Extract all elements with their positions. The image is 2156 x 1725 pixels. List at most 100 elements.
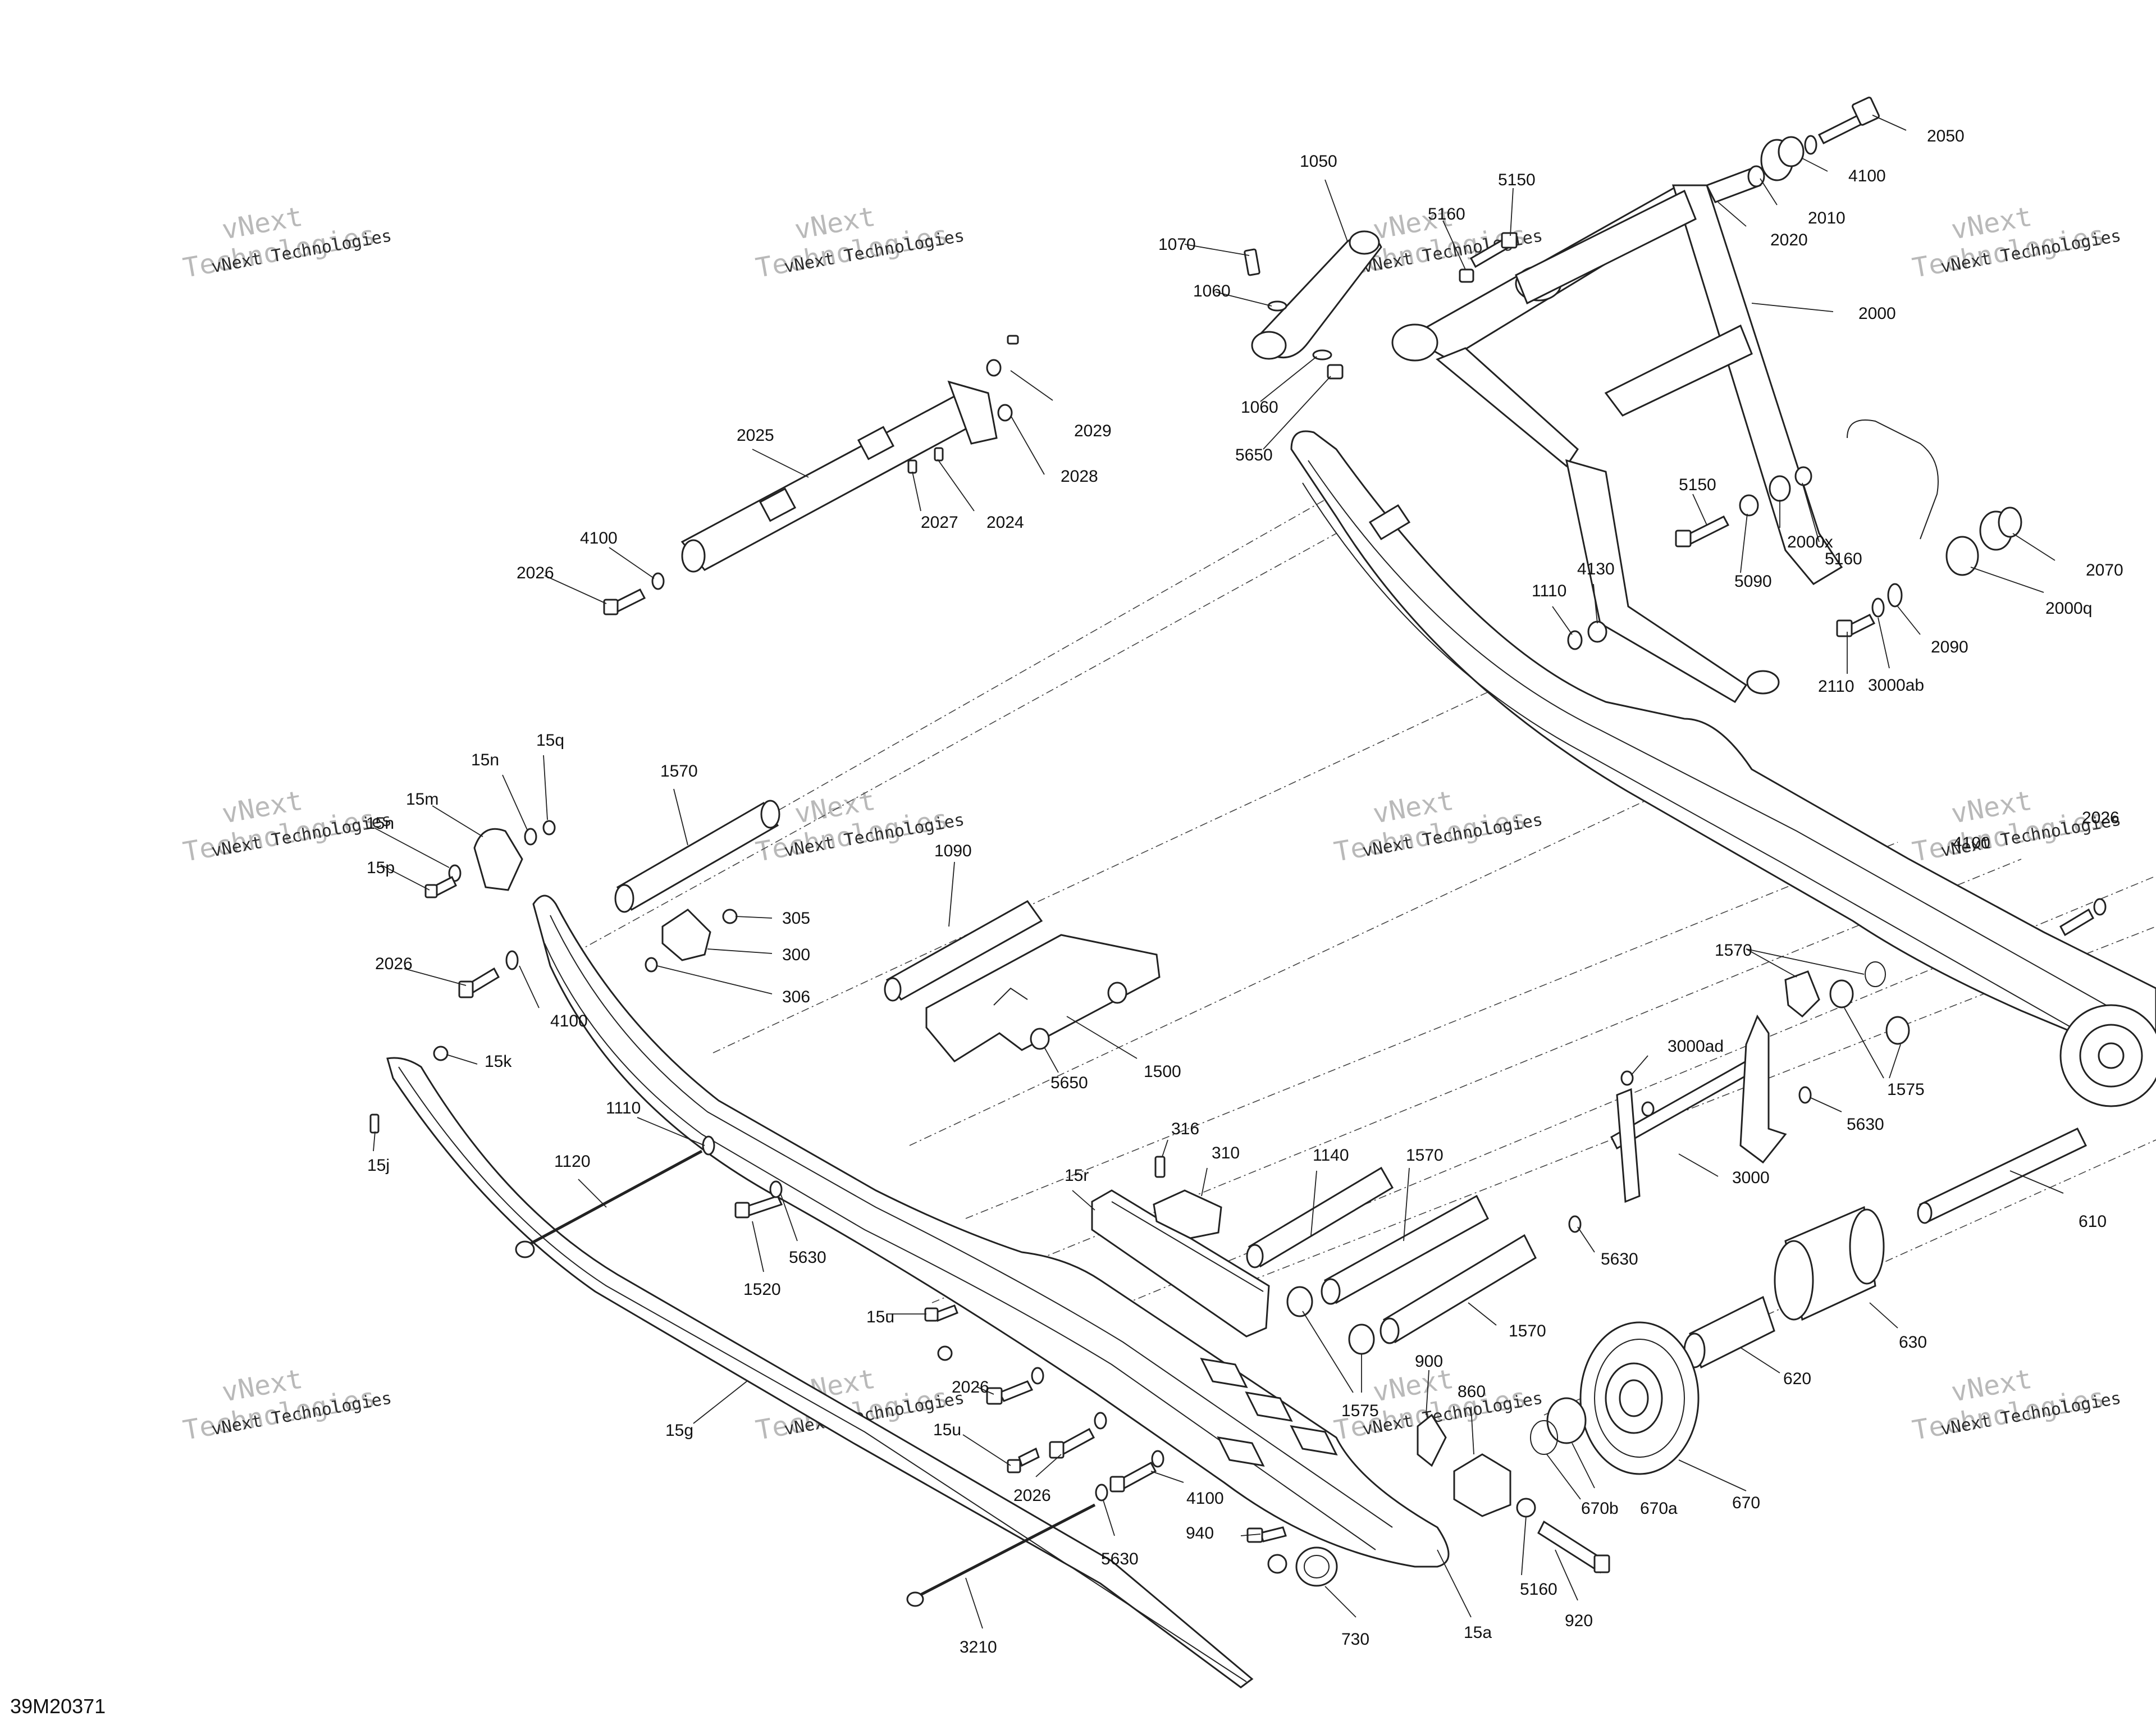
callout-5160: 5160 (1428, 205, 1465, 223)
spacer-1575-right-b (1885, 1016, 1910, 1045)
nut-5650-top (1327, 364, 1344, 380)
nut-15q (542, 820, 556, 836)
screw-15u-b (1007, 1447, 1040, 1473)
link-1050 (1251, 230, 1382, 360)
callout-2010: 2010 (1808, 209, 1846, 227)
screw-15u-a (924, 1304, 958, 1322)
spacer-5090 (1739, 494, 1759, 517)
callout-5630: 5630 (789, 1248, 826, 1267)
callout-4100: 4100 (550, 1012, 588, 1030)
circlip-670b (1530, 1420, 1558, 1455)
washer-5630-d (1568, 1215, 1582, 1233)
nut-3000ad-b (1641, 1101, 1655, 1117)
callout-1140: 1140 (1313, 1146, 1349, 1165)
clip-1570-right (1784, 970, 1820, 1018)
nut-5160-lower (1516, 1498, 1536, 1518)
callout-1570: 1570 (1715, 941, 1752, 960)
leader-lines (373, 115, 2064, 1629)
callout-3210: 3210 (960, 1638, 997, 1656)
bolt-4100-b (1109, 1461, 1157, 1493)
nut-5160-mid (1794, 466, 1812, 486)
bolt-5150-top (1469, 232, 1518, 268)
shaft-610 (1917, 1128, 2088, 1224)
callout-15u: 15u (866, 1308, 894, 1326)
callout-1110: 1110 (606, 1099, 641, 1117)
bracket-310 (1153, 1189, 1222, 1239)
washer-15n-upper (524, 828, 537, 846)
spacer-1575-a (1286, 1286, 1313, 1317)
callout-305: 305 (782, 909, 810, 928)
bolt-940 (1246, 1526, 1287, 1543)
callout-1060: 1060 (1241, 398, 1278, 417)
screw-2028 (1007, 335, 1019, 345)
callout-306: 306 (782, 988, 810, 1006)
bolt-920 (1537, 1520, 1610, 1574)
callout-5650: 5650 (1050, 1074, 1088, 1092)
callout-860: 860 (1458, 1382, 1486, 1401)
nut-940 (1267, 1554, 1287, 1574)
washer-306 (645, 957, 658, 973)
callout-1575: 1575 (1887, 1080, 1925, 1099)
bushing-2070 (1979, 506, 2022, 551)
washer-2026-mid (1031, 1367, 1044, 1385)
wheel-670 (1579, 1321, 1700, 1475)
callout-15n: 15n (471, 751, 499, 769)
stopper-300 (661, 909, 711, 961)
bolt-15p (424, 875, 457, 898)
callout-15q: 15q (536, 731, 564, 750)
bolt-2026-left (458, 967, 500, 998)
nut-15k (433, 1046, 449, 1061)
callout-2000q: 2000q (2045, 599, 2092, 618)
bearing-670a (1546, 1397, 1587, 1444)
callout-1110: 1110 (1532, 582, 1566, 600)
callout-2090: 2090 (1931, 638, 1968, 656)
washer-1110-top (1567, 630, 1583, 650)
callout-15a: 15a (1464, 1623, 1492, 1642)
pin-2020 (1705, 165, 1765, 203)
callout-1570: 1570 (1406, 1146, 1444, 1165)
sleeve-2000x (1769, 475, 1791, 502)
washer-4100-top (1804, 135, 1817, 155)
callout-5150: 5150 (1679, 476, 1716, 494)
callout-5630: 5630 (1601, 1250, 1638, 1268)
bolt-1120 (515, 1149, 703, 1258)
callout-1050: 1050 (1300, 152, 1337, 171)
callout-2000x: 2000x (1787, 533, 1833, 551)
shaft-1570-lower (1380, 1234, 1537, 1344)
guide-15r (1091, 1189, 1270, 1338)
circlip-1570 (1865, 961, 1886, 987)
nut-5650-bracket (1107, 982, 1127, 1004)
nut-305 (722, 909, 738, 924)
callout-15r: 15r (1065, 1166, 1089, 1185)
washer-5630-a (769, 1180, 783, 1198)
callout-4100: 4100 (1953, 834, 1990, 852)
callout-2070: 2070 (2086, 561, 2123, 579)
left-slide-rail-15a (532, 895, 1450, 1568)
callout-900: 900 (1415, 1352, 1443, 1371)
axle-2025 (680, 380, 998, 573)
callout-670: 670 (1732, 1494, 1760, 1512)
diagram-code: 39M20371 (10, 1695, 106, 1718)
callout-2050: 2050 (1927, 127, 1965, 145)
callout-2000: 2000 (1858, 304, 1896, 323)
callout-2026: 2026 (2082, 809, 2120, 827)
callout-5630: 5630 (1101, 1550, 1139, 1568)
right-slide-rail (1290, 430, 2156, 1107)
callout-15g: 15g (665, 1421, 693, 1440)
callout-610: 610 (2079, 1212, 2107, 1231)
callout-620: 620 (1783, 1370, 1811, 1388)
callout-2029: 2029 (1074, 422, 1112, 440)
stopper-15m (473, 828, 523, 891)
callout-2027: 2027 (921, 513, 958, 532)
callout-3000ad: 3000ad (1668, 1037, 1724, 1056)
callout-4100: 4100 (1186, 1489, 1224, 1508)
bolt-3210 (906, 1503, 1096, 1607)
callout-300: 300 (782, 946, 810, 964)
